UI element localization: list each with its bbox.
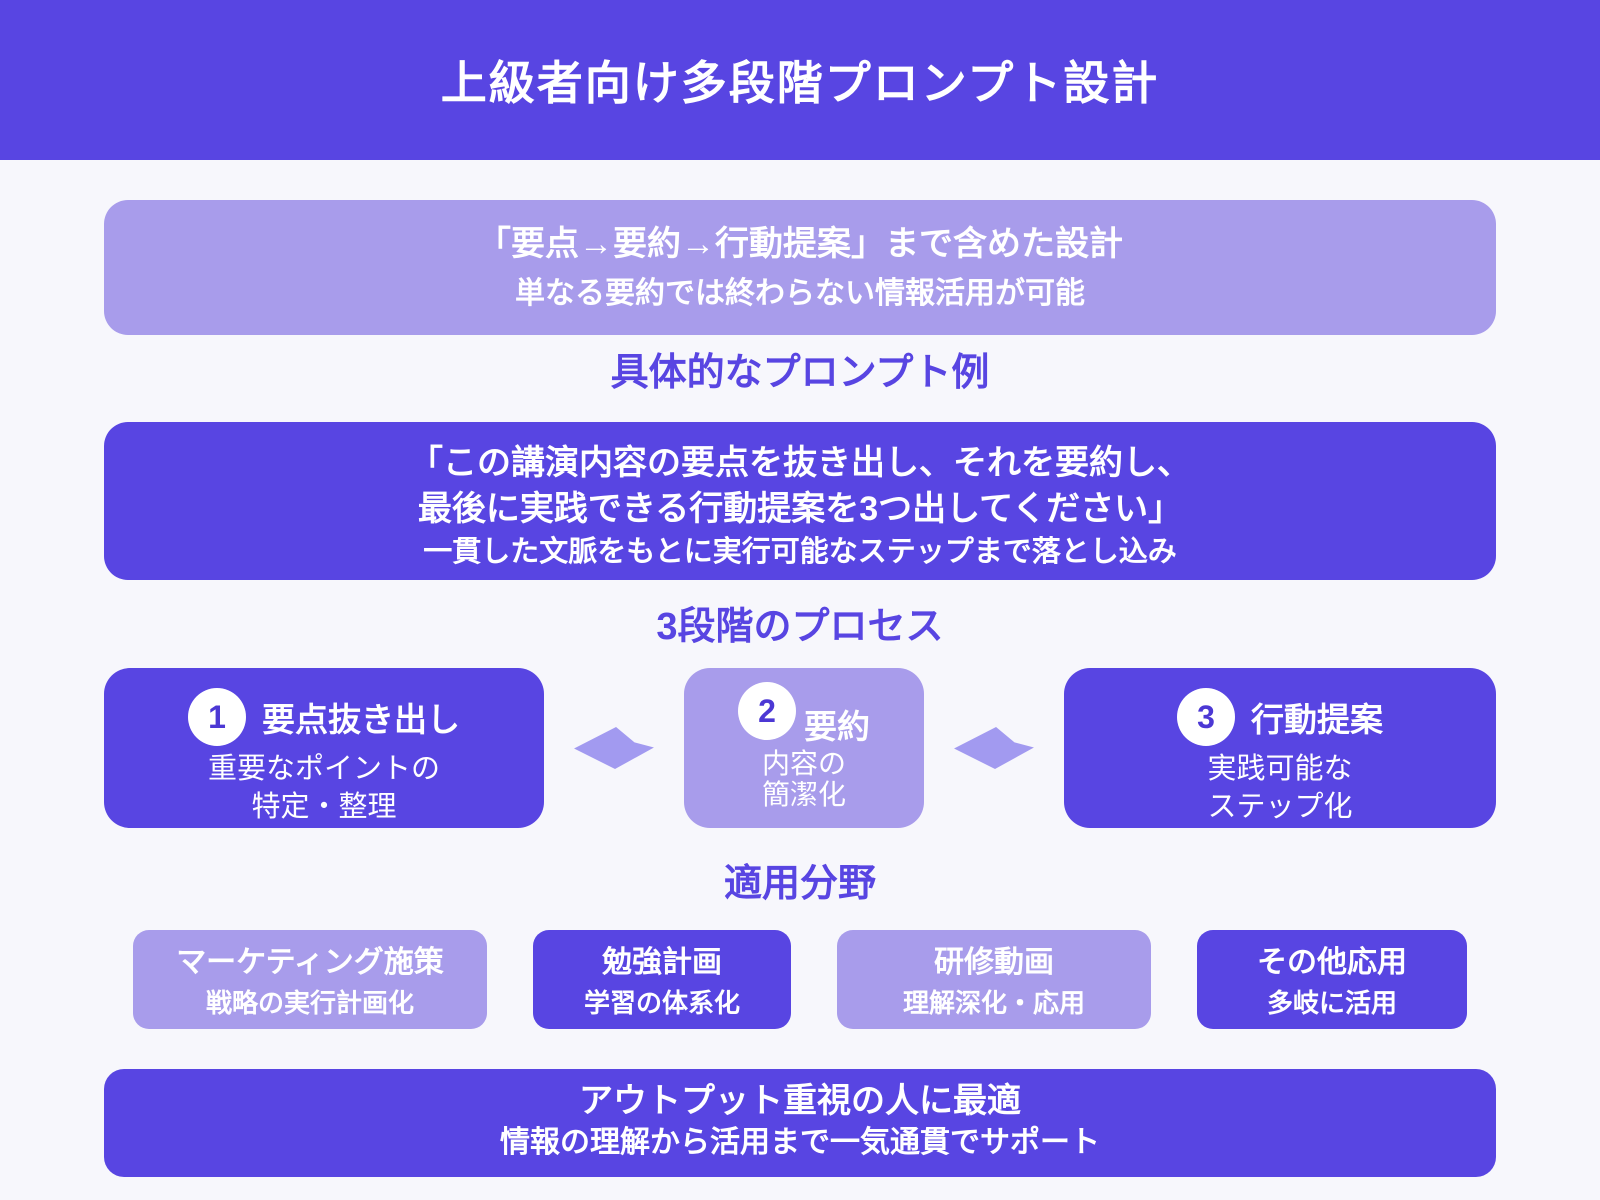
application-title: マーケティング施策 xyxy=(176,946,444,979)
section-heading-prompt-example: 具体的なプロンプト例 xyxy=(610,352,990,394)
prompt-example-line2: 最後に実践できる行動提案を3つ出してください」 xyxy=(417,490,1183,528)
step-2-number-badge: 2 xyxy=(738,682,796,740)
process-step-2-head: 2 要約 xyxy=(684,682,924,745)
step-2-description: 内容の 簡潔化 xyxy=(761,748,846,810)
application-description: 多岐に活用 xyxy=(1266,988,1397,1018)
page-title: 上級者向け多段階プロンプト設計 xyxy=(440,57,1160,109)
prompt-example-card: 「この講演内容の要点を抜き出し、それを要約し、 最後に実践できる行動提案を3つ出… xyxy=(104,422,1496,580)
prompt-example-note: 一貫した文脈をもとに実行可能なステップまで落とし込み xyxy=(423,536,1177,568)
application-card-other: その他応用 多岐に活用 xyxy=(1197,930,1467,1029)
application-description: 戦略の実行計画化 xyxy=(205,988,414,1018)
applications-row: マーケティング施策 戦略の実行計画化 勉強計画 学習の体系化 研修動画 理解深化… xyxy=(104,930,1496,1029)
header-band: 上級者向け多段階プロンプト設計 xyxy=(0,0,1600,160)
step-1-number-badge: 1 xyxy=(188,688,246,746)
process-arrow-icon xyxy=(924,668,1064,828)
footer-subtitle: 情報の理解から活用まで一気通貫でサポート xyxy=(500,1126,1100,1159)
step-3-description: 実践可能な ステップ化 xyxy=(1207,753,1353,823)
step-3-title: 行動提案 xyxy=(1251,701,1383,738)
footer-title: アウトプット重視の人に最適 xyxy=(579,1082,1021,1120)
section-heading-process: 3段階のプロセス xyxy=(656,606,944,648)
step-1-title: 要点抜き出し xyxy=(262,701,460,738)
application-card-training-video: 研修動画 理解深化・応用 xyxy=(837,930,1151,1029)
process-row: 1 要点抜き出し 重要なポイントの 特定・整理 2 要約 内容の 簡潔化 3 xyxy=(104,668,1496,828)
prompt-example-line1: 「この講演内容の要点を抜き出し、それを要約し、 xyxy=(409,444,1191,482)
design-summary-card: 「要点→要約→行動提案」まで含めた設計 単なる要約では終わらない情報活用が可能 xyxy=(104,200,1496,335)
application-card-marketing: マーケティング施策 戦略の実行計画化 xyxy=(133,930,487,1029)
application-title: 研修動画 xyxy=(934,946,1054,979)
design-summary-subtitle: 単なる要約では終わらない情報活用が可能 xyxy=(515,277,1085,310)
application-card-study-plan: 勉強計画 学習の体系化 xyxy=(533,930,791,1029)
application-title: その他応用 xyxy=(1257,946,1407,979)
process-step-1-card: 1 要点抜き出し 重要なポイントの 特定・整理 xyxy=(104,668,544,828)
section-heading-applications: 適用分野 xyxy=(723,863,876,905)
step-3-number-badge: 3 xyxy=(1177,688,1235,746)
application-description: 学習の体系化 xyxy=(583,988,740,1018)
process-step-2-card: 2 要約 内容の 簡潔化 xyxy=(684,668,924,828)
step-2-title: 要約 xyxy=(804,708,870,745)
application-description: 理解深化・応用 xyxy=(902,988,1085,1018)
process-step-1-head: 1 要点抜き出し xyxy=(104,688,544,746)
footer-card: アウトプット重視の人に最適 情報の理解から活用まで一気通貫でサポート xyxy=(104,1069,1496,1177)
step-1-description: 重要なポイントの 特定・整理 xyxy=(207,753,440,823)
design-summary-title: 「要点→要約→行動提案」まで含めた設計 xyxy=(477,225,1123,263)
application-title: 勉強計画 xyxy=(602,946,722,979)
process-arrow-icon xyxy=(544,668,684,828)
process-step-3-card: 3 行動提案 実践可能な ステップ化 xyxy=(1064,668,1496,828)
process-step-3-head: 3 行動提案 xyxy=(1064,688,1496,746)
